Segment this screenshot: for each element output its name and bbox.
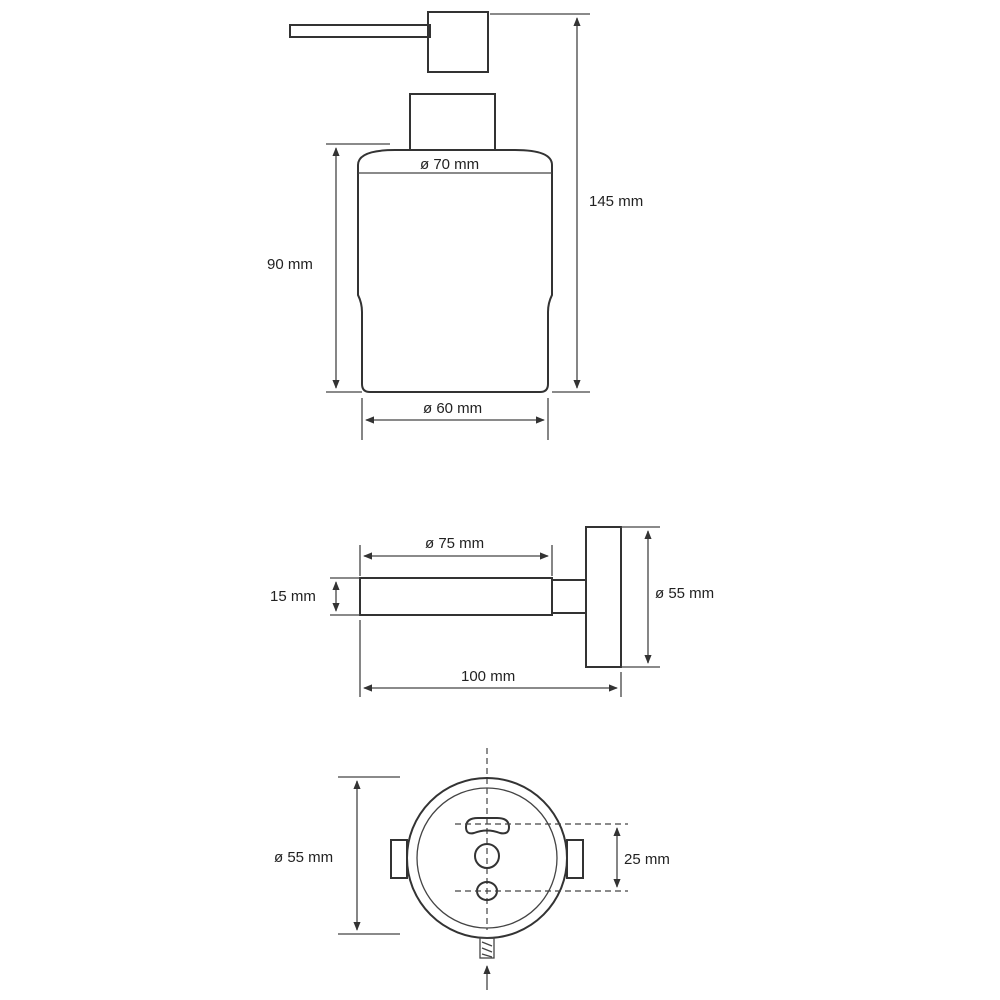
holder-view: ø 75 mm 15 mm ø 55 mm 100 mm — [270, 526, 714, 697]
dispenser-view: 90 mm 145 mm ø 70 mm ø 60 mm — [267, 11, 643, 440]
dimension-label-ring-thickness: 15 mm — [270, 588, 316, 605]
dimension-label-total-depth: 100 mm — [461, 668, 515, 685]
dimension-label-ring-diameter: ø 75 mm — [425, 535, 484, 552]
keyhole-slot-top — [464, 817, 511, 835]
mount-tab-left — [390, 839, 408, 879]
dimension-label-base-diameter: ø 55 mm — [655, 585, 714, 602]
dispenser-pump — [289, 11, 496, 151]
holder-ring — [359, 577, 553, 616]
dimension-label-top-diameter: ø 70 mm — [420, 156, 479, 173]
holder-arm — [551, 579, 587, 614]
mount-plate-inner — [416, 787, 558, 929]
dimension-label-bottom-diameter: ø 60 mm — [423, 400, 482, 417]
center-hole — [474, 843, 500, 869]
dimension-label-body-height: 90 mm — [267, 256, 313, 273]
holder-wall-plate — [585, 526, 622, 668]
mount-tab-right — [566, 839, 584, 879]
screw-icon — [479, 937, 495, 959]
dimension-label-plate-diameter: ø 55 mm — [274, 849, 333, 866]
dimension-label-hole-spacing: 25 mm — [624, 851, 670, 868]
mount-view: 25 mm ø 55 mm — [274, 748, 670, 990]
dimension-label-total-height: 145 mm — [589, 193, 643, 210]
dispenser-bottle — [357, 149, 553, 393]
